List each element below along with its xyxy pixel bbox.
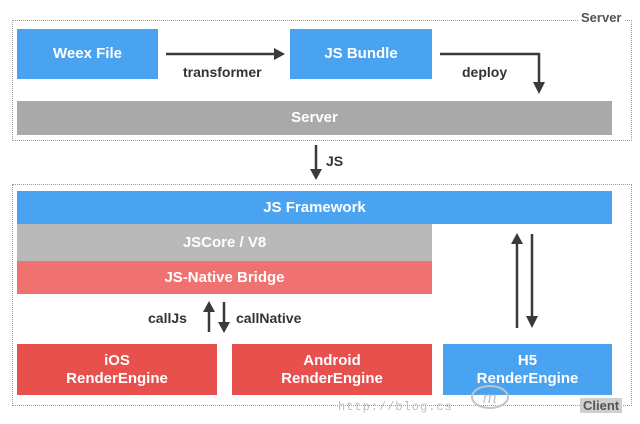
js-transfer-label: JS — [326, 153, 344, 169]
deploy-arrow — [440, 52, 545, 94]
server-corner-label: Server — [578, 10, 625, 25]
ios-engine-line-2: RenderEngine — [66, 369, 168, 387]
transformer-arrow — [166, 48, 285, 60]
weex-file-box: Weex File — [17, 29, 158, 79]
ios-engine-line-1: iOS — [104, 351, 130, 369]
jscore-bar: JSCore / V8 — [17, 224, 432, 261]
ios-render-engine: iOS RenderEngine — [17, 344, 217, 395]
client-corner-label: Client — [580, 398, 623, 413]
transformer-label: transformer — [183, 64, 262, 80]
watermark-text: http://blog.cs — [338, 400, 453, 414]
js-bundle-box: JS Bundle — [290, 29, 432, 79]
callnative-label: callNative — [236, 310, 302, 326]
svg-text:m: m — [482, 388, 497, 407]
client-container — [12, 184, 632, 406]
h5-engine-line-2: RenderEngine — [476, 369, 579, 387]
js-down-arrow — [310, 145, 322, 180]
deploy-label: deploy — [462, 64, 508, 80]
android-engine-line-2: RenderEngine — [281, 369, 383, 387]
android-render-engine: Android RenderEngine — [232, 344, 432, 395]
watermark-logo-icon: m — [471, 385, 509, 409]
js-framework-bar: JS Framework — [17, 191, 612, 224]
h5-render-engine: H5 RenderEngine — [443, 344, 612, 395]
calljs-callnative-arrows — [203, 301, 230, 333]
h5-engine-line-1: H5 — [517, 351, 538, 369]
android-engine-line-1: Android — [303, 351, 361, 369]
server-container — [12, 20, 632, 141]
js-native-bridge-bar: JS-Native Bridge — [17, 261, 432, 294]
calljs-label: callJs — [148, 310, 187, 326]
h5-bidirectional-arrows — [511, 233, 538, 328]
server-bar: Server — [17, 101, 612, 135]
